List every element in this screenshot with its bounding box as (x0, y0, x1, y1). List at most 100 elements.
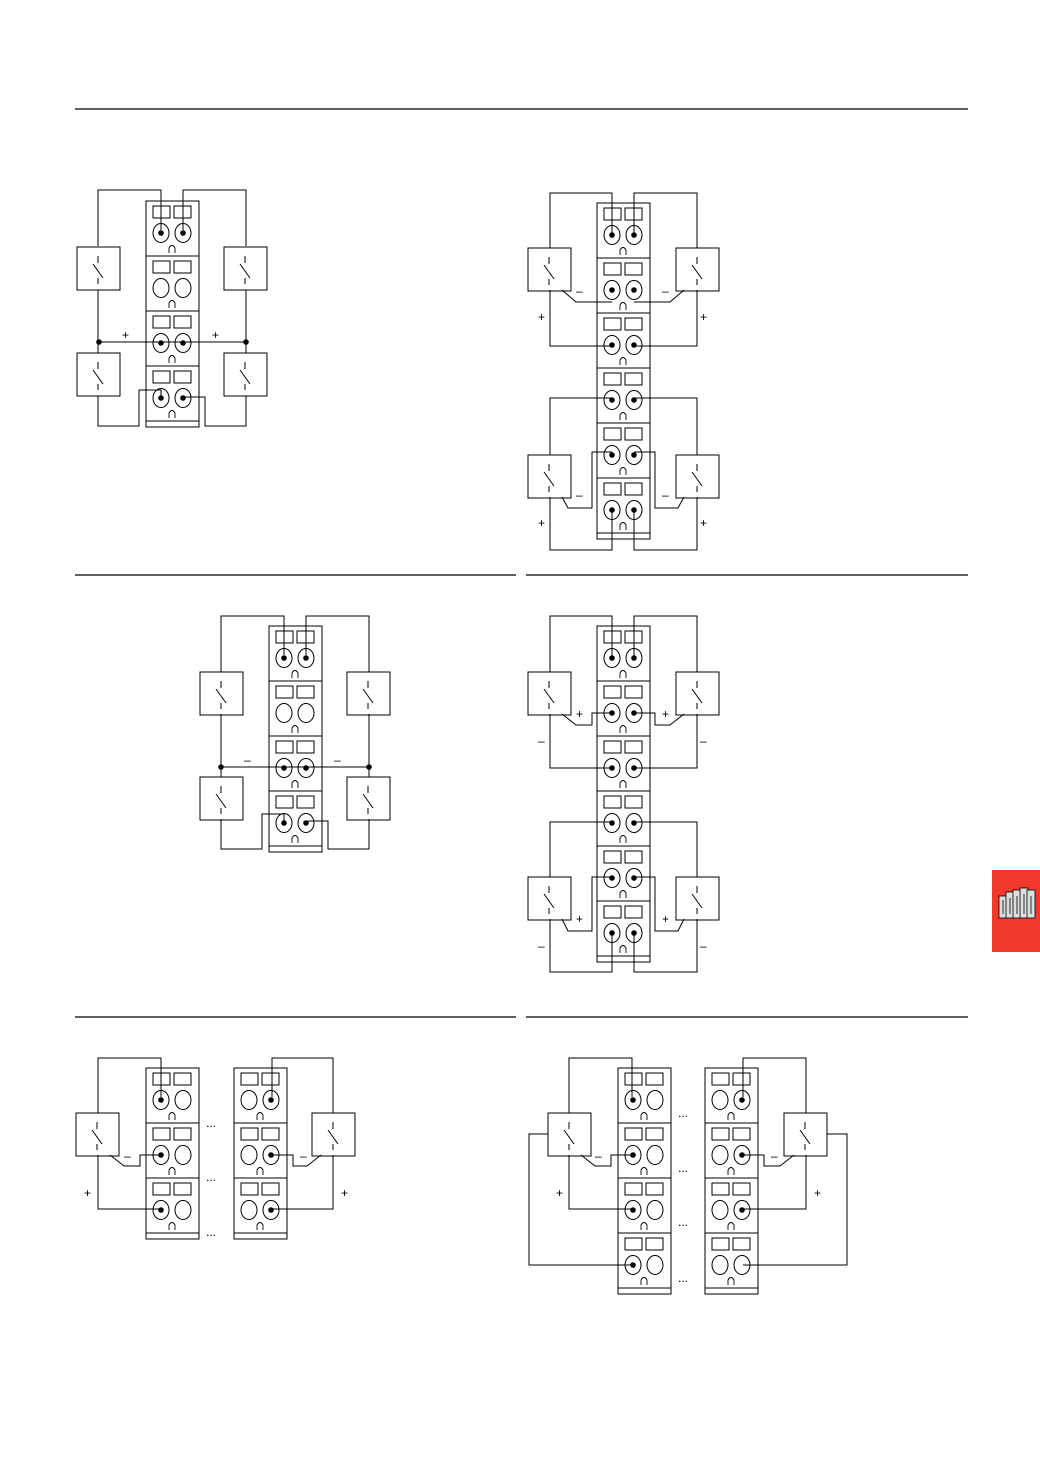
wire (549, 192, 613, 248)
switch-blade (362, 688, 374, 704)
terminal-screw (275, 703, 293, 723)
label-slot (296, 740, 315, 754)
label-slot (603, 317, 622, 331)
wire (306, 819, 370, 850)
diagram-c: – – (199, 615, 391, 853)
release-slot (619, 412, 627, 420)
label-slot (603, 905, 622, 919)
terminal-dot (630, 1262, 636, 1268)
release-slot (640, 1277, 648, 1285)
terminal-dot (630, 1097, 636, 1103)
continuation-ellipsis: ... (206, 1116, 216, 1130)
wire (633, 192, 698, 248)
release-slot (727, 1112, 735, 1120)
label-slot (624, 905, 643, 919)
label-slot (624, 850, 643, 864)
polarity-plus: + (662, 707, 669, 721)
release-slot (640, 1112, 648, 1120)
diagram-d: + + – – + + – – (527, 615, 720, 973)
wire (633, 615, 698, 672)
label-slot (624, 372, 643, 386)
switch-blade (92, 263, 104, 279)
wire (97, 189, 162, 246)
switch-blade (327, 1129, 339, 1145)
terminal-dot (180, 395, 186, 401)
terminal-block (704, 1067, 759, 1295)
label-slot (152, 1127, 171, 1141)
terminal-block (596, 202, 651, 540)
wire (634, 290, 698, 347)
terminal-screw (297, 703, 315, 723)
release-slot (291, 835, 299, 843)
label-slot (603, 262, 622, 276)
wire (633, 497, 698, 551)
terminal-block (596, 625, 651, 963)
label-slot (645, 1237, 664, 1251)
terminal-dot (609, 820, 615, 826)
section-tab[interactable] (992, 870, 1040, 952)
wire (272, 1155, 334, 1210)
wire (561, 289, 612, 303)
release-slot (619, 890, 627, 898)
switch-blade (691, 264, 703, 280)
label-slot (152, 1182, 171, 1196)
switch-blade (691, 688, 703, 704)
polarity-minus: – (576, 284, 583, 298)
release-slot (619, 670, 627, 678)
label-slot (240, 1072, 259, 1086)
terminal-dot (609, 397, 615, 403)
wire (743, 1133, 848, 1266)
wire (271, 1057, 334, 1113)
release-slot (619, 247, 627, 255)
terminal-dot (631, 875, 637, 881)
polarity-minus: – (300, 1149, 307, 1163)
terminal-block (145, 1067, 200, 1240)
wire (634, 712, 685, 726)
switch-blade (239, 263, 251, 279)
terminal-screw (152, 278, 170, 298)
release-slot (727, 1277, 735, 1285)
terminal-dot (158, 1207, 164, 1213)
switch-blade (563, 1129, 575, 1145)
label-slot (296, 685, 315, 699)
label-slot (261, 1127, 280, 1141)
terminal-dot (609, 287, 615, 293)
wire (580, 1154, 632, 1167)
switches (527, 671, 720, 921)
release-slot (256, 1112, 264, 1120)
terminal-dot (303, 655, 309, 661)
label-slot (645, 1182, 664, 1196)
wire (634, 289, 685, 303)
terminal-dot (609, 452, 615, 458)
label-slot (624, 1127, 643, 1141)
wire (220, 813, 285, 850)
polarity-minus: – (771, 1149, 778, 1163)
release-slot (727, 1167, 735, 1175)
switch-blade (91, 1129, 103, 1145)
label-slot (173, 1072, 192, 1086)
wire (182, 189, 247, 246)
switches (527, 247, 720, 499)
polarity-minus: – (595, 1149, 602, 1163)
wire (97, 1155, 161, 1210)
label-slot (624, 1182, 643, 1196)
plc-rack-icon (998, 887, 1036, 919)
terminal-dot (631, 342, 637, 348)
release-slot (619, 835, 627, 843)
label-slot (152, 260, 171, 274)
label-slot (261, 1182, 280, 1196)
label-slot (624, 1072, 643, 1086)
polarity-plus: + (538, 516, 545, 530)
terminal-dot (158, 395, 164, 401)
switches (75, 1112, 356, 1157)
release-slot (640, 1167, 648, 1175)
polarity-plus: + (538, 310, 545, 324)
wire (568, 1057, 633, 1113)
label-slot (603, 740, 622, 754)
terminal-dot (303, 765, 309, 771)
label-slot (624, 262, 643, 276)
terminal-dot (739, 1152, 745, 1158)
diagram-f: – – + + ... ... ... ... (528, 1057, 848, 1295)
polarity-plus: + (814, 1186, 821, 1200)
